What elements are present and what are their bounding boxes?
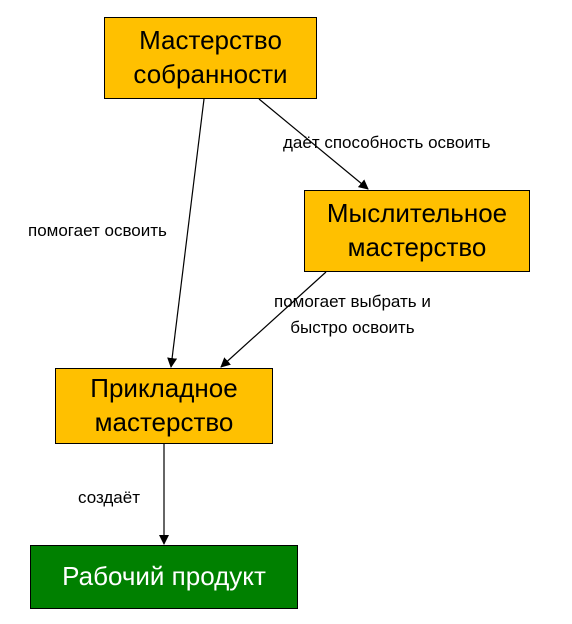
edge-sobrannost-to-myslit — [258, 98, 369, 190]
edge-label-creates: создаёт — [78, 488, 140, 507]
node-thinking-mastery: Мыслительное мастерство — [304, 190, 530, 272]
node-work-product-label: Рабочий продукт — [62, 561, 266, 592]
node-thinking-label: Мыслительное мастерство — [326, 198, 508, 262]
node-applied-label: Прикладное мастерство — [90, 373, 238, 437]
edge-sobrannost-to-priklad — [167, 98, 205, 368]
edge-label-gives-ability: даёт способность освоить — [283, 133, 491, 152]
node-sobrannost-mastery: Мастерство собранности — [104, 17, 317, 99]
node-sobrannost-label: Мастерство собранности — [133, 25, 288, 89]
edge-label-helps-choose: помогает выбрать и быстро освоить — [274, 292, 431, 338]
node-work-product: Рабочий продукт — [30, 545, 298, 609]
edge-label-helps-master: помогает освоить — [28, 221, 167, 240]
node-applied-mastery: Прикладное мастерство — [55, 368, 273, 444]
edge-myslit-to-priklad — [220, 271, 327, 368]
